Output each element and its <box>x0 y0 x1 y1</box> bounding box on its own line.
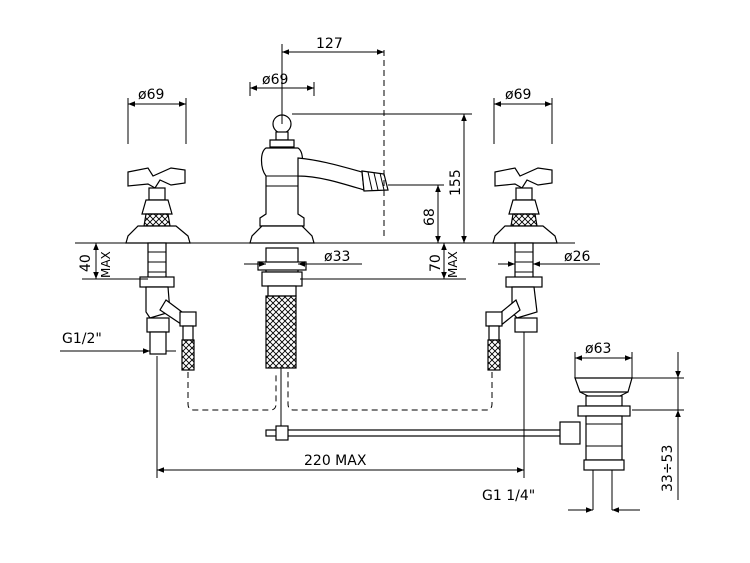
left-deck-thickness-label: 40 <box>78 254 94 272</box>
left-handle <box>125 167 197 371</box>
dim-spout-reach: 127 <box>281 36 384 124</box>
dim-left-deck-thickness: 40 MAX <box>78 243 148 280</box>
popup-rod <box>265 421 581 445</box>
waste-thread-label: G1 1/4" <box>482 488 535 504</box>
right-handle-diameter-label: ø69 <box>505 87 531 103</box>
right-shank-diameter-label: ø26 <box>564 249 590 265</box>
dim-left-handle-diameter: ø69 <box>127 87 187 144</box>
spout-diameter-label: ø69 <box>262 72 288 88</box>
dim-waste-diameter: ø63 <box>574 341 633 378</box>
right-handle <box>485 167 558 371</box>
dim-spout-diameter: ø69 <box>249 72 315 96</box>
dim-deck-thickness: 70 MAX <box>300 243 466 280</box>
spout-reach-label: 127 <box>316 36 343 52</box>
dim-spout-height: 155 <box>292 113 472 243</box>
left-handle-diameter-label: ø69 <box>138 87 164 103</box>
dim-center-shank-diameter: ø33 <box>244 249 362 267</box>
dim-inlet-thread: G1/2" <box>60 331 176 354</box>
dim-outlet-height: 68 <box>388 184 444 243</box>
central-spout <box>249 114 389 432</box>
dim-overall-spread: 220 MAX <box>156 332 525 478</box>
inlet-thread-label: G1/2" <box>62 331 102 347</box>
dim-waste-thread: G1 1/4" <box>482 488 640 513</box>
dim-right-handle-diameter: ø69 <box>493 87 553 144</box>
dim-right-shank-diameter: ø26 <box>498 249 600 267</box>
hose-path-left <box>187 372 277 411</box>
overall-spread-label: 220 MAX <box>304 453 367 469</box>
spout-height-label: 155 <box>448 169 464 196</box>
dim-waste-height: 33÷53 <box>632 352 684 500</box>
deck-thickness-label: 70 <box>428 254 444 272</box>
waste-diameter-label: ø63 <box>585 341 611 357</box>
outlet-height-label: 68 <box>422 208 438 226</box>
waste-height-label: 33÷53 <box>660 445 676 492</box>
hose-path-right <box>287 372 493 411</box>
waste-assembly <box>574 377 633 510</box>
deck-thickness-max-label: MAX <box>446 251 460 278</box>
left-deck-thickness-max-label: MAX <box>99 251 113 278</box>
center-shank-diameter-label: ø33 <box>324 249 350 265</box>
